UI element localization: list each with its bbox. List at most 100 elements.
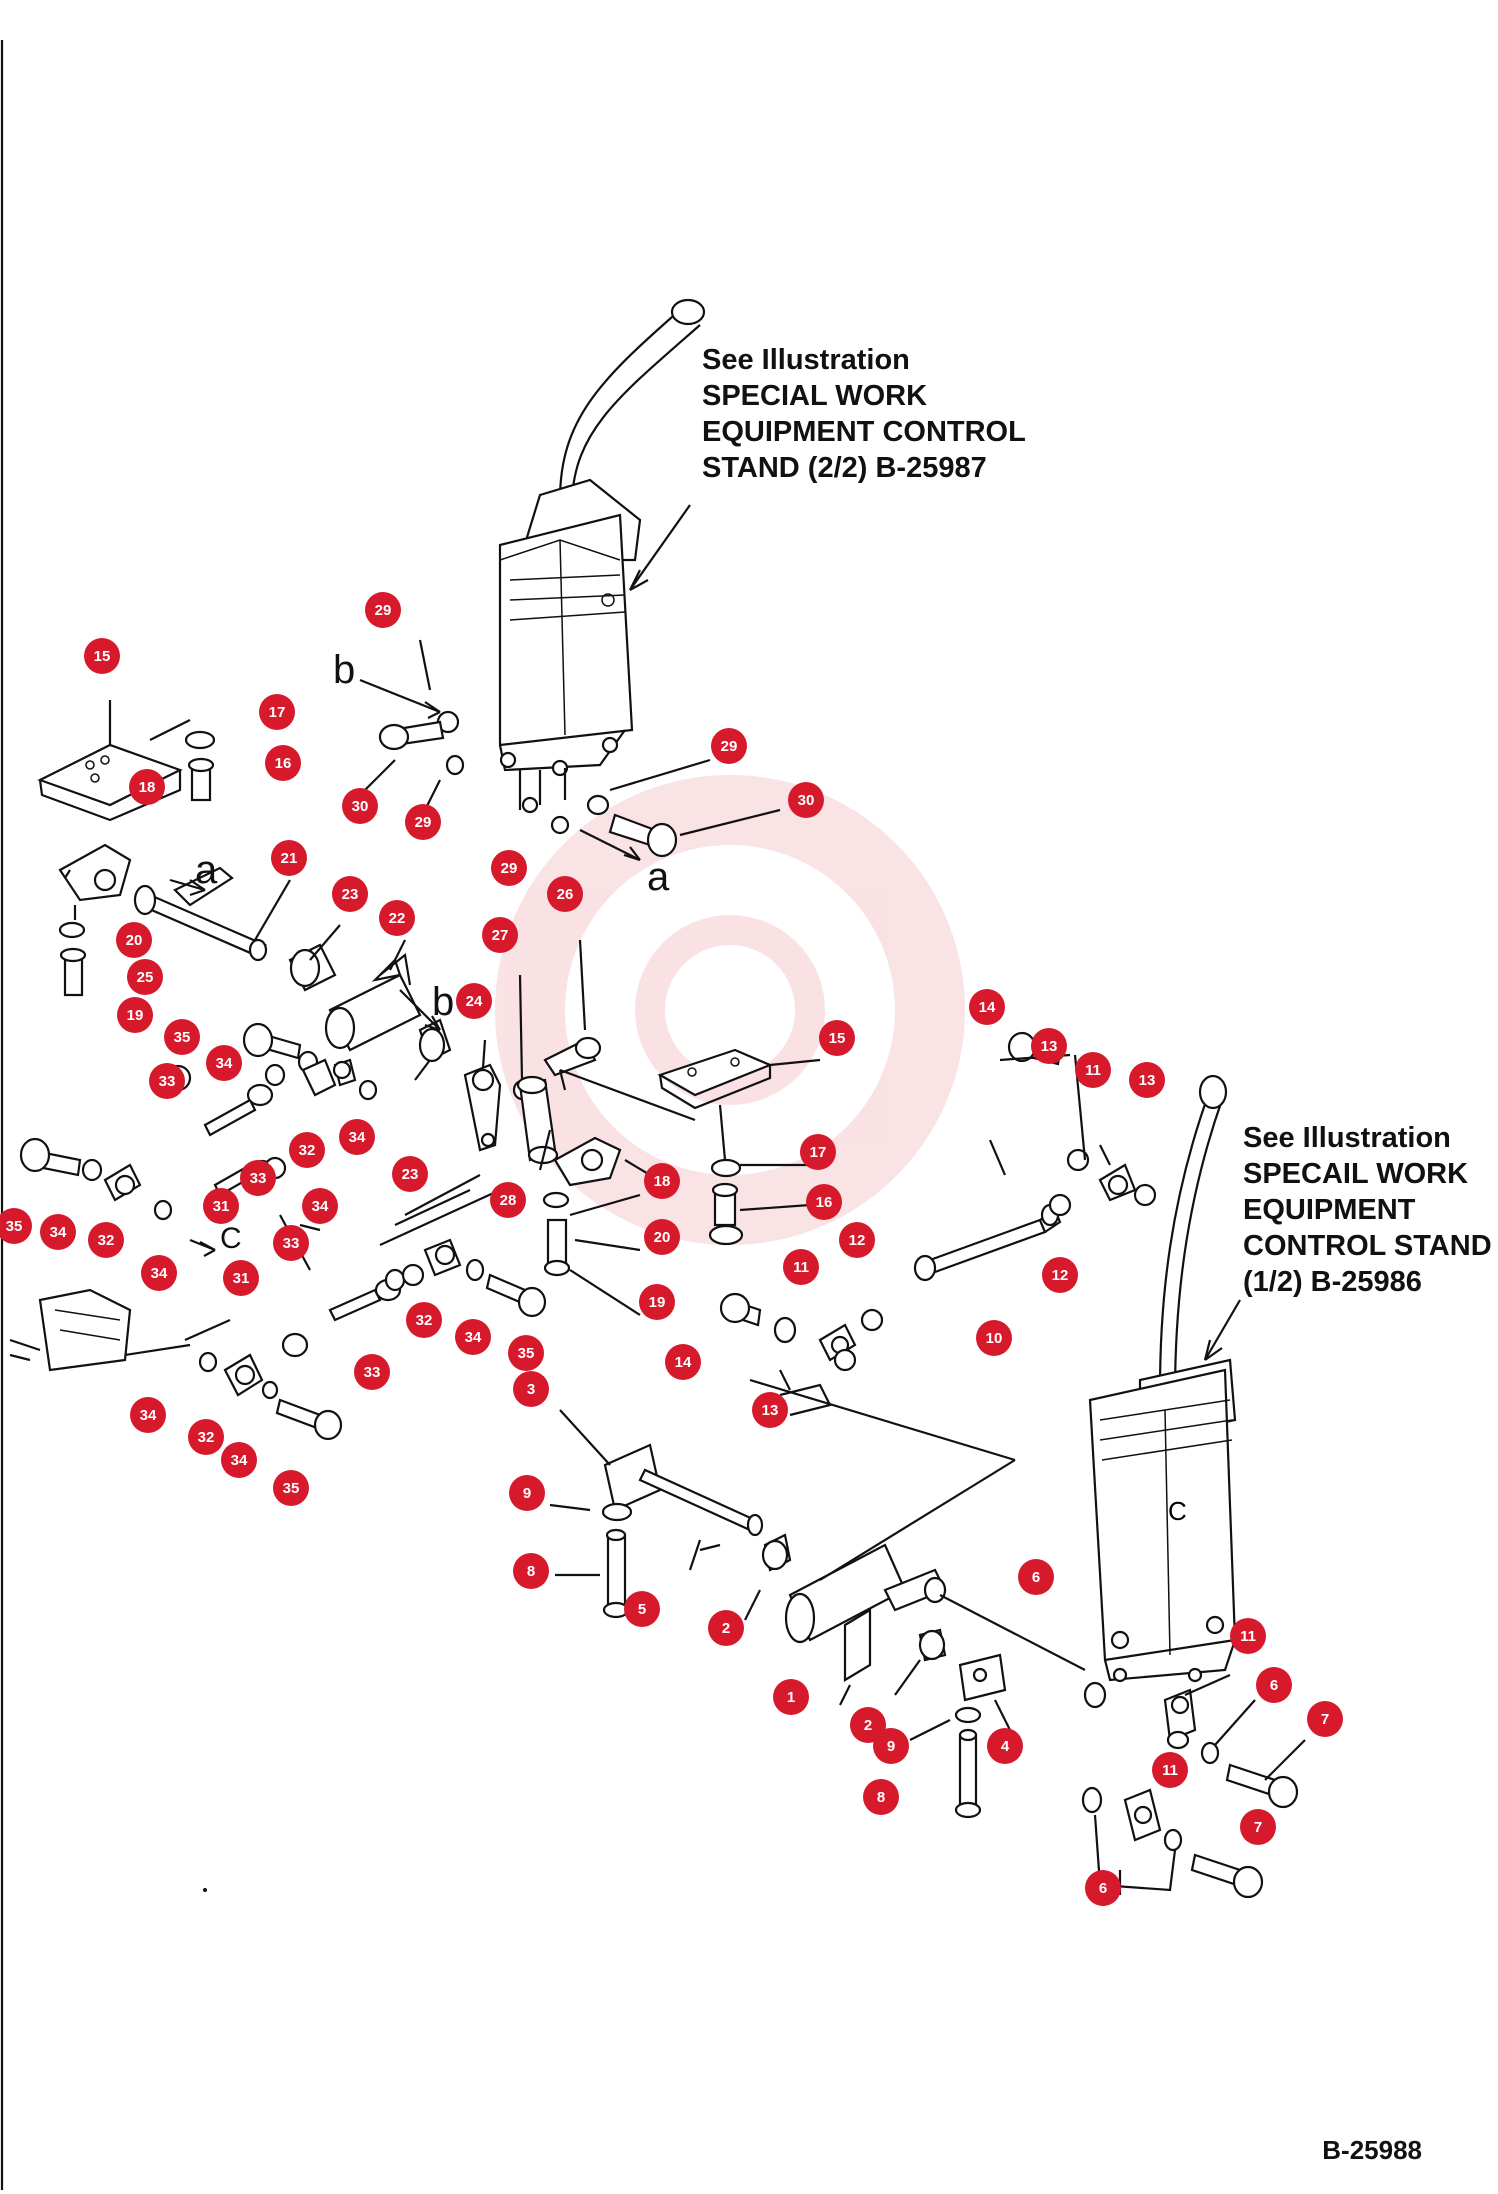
part-badge[interactable]: 23 [332, 876, 368, 912]
control-stand-upper [498, 298, 706, 814]
part-badge[interactable]: 20 [644, 1219, 680, 1255]
part-badge[interactable]: 33 [149, 1063, 185, 1099]
bolt-group-lower [894, 1628, 1011, 1819]
part-badge[interactable]: 34 [221, 1442, 257, 1478]
part-badge[interactable]: 34 [40, 1214, 76, 1250]
part-badge[interactable]: 33 [240, 1160, 276, 1196]
part-badge[interactable]: 32 [88, 1222, 124, 1258]
part-badge[interactable]: 21 [271, 840, 307, 876]
part-badge[interactable]: 11 [783, 1249, 819, 1285]
part-badge[interactable]: 11 [1152, 1752, 1188, 1788]
left-bracket-small [9, 1288, 132, 1372]
part-badge[interactable]: 6 [1018, 1559, 1054, 1595]
part-badge[interactable]: 33 [273, 1225, 309, 1261]
part-badge[interactable]: 30 [342, 788, 378, 824]
part-badge[interactable]: 18 [644, 1163, 680, 1199]
callout-see-illustration-stand-2-2: See Illustration SPECIAL WORK EQUIPMENT … [702, 344, 1026, 484]
bushing-group [288, 924, 452, 1081]
part-badge[interactable]: 19 [639, 1284, 675, 1320]
part-badge[interactable]: 35 [508, 1335, 544, 1371]
svg-text:C: C [1168, 1496, 1187, 1526]
callout-see-illustration-stand-1-2: See Illustration SPECAIL WORK EQUIPMENT … [1243, 1122, 1492, 1298]
part-badge[interactable]: 30 [788, 782, 824, 818]
view-letter-a-right: a [647, 855, 670, 899]
part-badge[interactable]: 7 [1240, 1809, 1276, 1845]
part-badge[interactable]: 9 [873, 1728, 909, 1764]
part-badge[interactable]: 1 [773, 1679, 809, 1715]
part-badge[interactable]: 25 [127, 959, 163, 995]
part-badge[interactable]: 20 [116, 922, 152, 958]
part-badge[interactable]: 35 [273, 1470, 309, 1506]
part-badge[interactable]: 33 [354, 1354, 390, 1390]
part-badge[interactable]: 29 [405, 804, 441, 840]
part-badge[interactable]: 17 [800, 1134, 836, 1170]
part-badge[interactable]: 11 [1075, 1052, 1111, 1088]
part-badge[interactable]: 23 [392, 1156, 428, 1192]
bolt-group-left [549, 1502, 633, 1619]
part-badge[interactable]: 34 [206, 1045, 242, 1081]
part-badge[interactable]: 4 [987, 1728, 1023, 1764]
part-badge[interactable]: 2 [708, 1610, 744, 1646]
part-badge[interactable]: 22 [379, 900, 415, 936]
main-shaft [603, 1443, 947, 1682]
bolts-upper [364, 639, 781, 858]
part-badge[interactable]: 12 [1042, 1257, 1078, 1293]
part-badge[interactable]: 24 [456, 983, 492, 1019]
part-badge[interactable]: 26 [547, 876, 583, 912]
part-badge[interactable]: 15 [819, 1020, 855, 1056]
part-badge[interactable]: 7 [1307, 1701, 1343, 1737]
part-badge[interactable]: 29 [491, 850, 527, 886]
part-badge[interactable]: 9 [509, 1475, 545, 1511]
part-badge[interactable]: 28 [490, 1182, 526, 1218]
view-letter-a-left: a [195, 848, 218, 892]
part-badge[interactable]: 6 [1256, 1667, 1292, 1703]
joint-group-right [1081, 1673, 1306, 1899]
part-badge[interactable]: 16 [806, 1184, 842, 1220]
part-badge[interactable]: 34 [141, 1255, 177, 1291]
part-badge[interactable]: 13 [752, 1392, 788, 1428]
part-badge[interactable]: 27 [482, 917, 518, 953]
part-badge[interactable]: 13 [1031, 1028, 1067, 1064]
part-badge[interactable]: 18 [129, 769, 165, 805]
part-badge[interactable]: 32 [289, 1132, 325, 1168]
part-badge[interactable]: 5 [624, 1591, 660, 1627]
upper-left-bracket [37, 700, 216, 997]
part-badge[interactable]: 31 [203, 1188, 239, 1224]
rod-assembly-right [719, 1031, 1157, 1372]
part-badge[interactable]: 34 [455, 1319, 491, 1355]
part-badge[interactable]: 12 [839, 1222, 875, 1258]
part-badge[interactable]: 35 [164, 1019, 200, 1055]
part-badge[interactable]: 3 [513, 1371, 549, 1407]
part-badge[interactable]: 6 [1085, 1870, 1121, 1906]
figure-id: B-25988 [1322, 2135, 1422, 2165]
part-badge[interactable]: 34 [130, 1397, 166, 1433]
part-badge[interactable]: 11 [1230, 1618, 1266, 1654]
right-bracket [516, 1048, 821, 1277]
part-badge[interactable]: 35 [0, 1208, 32, 1244]
part-badge[interactable]: 32 [406, 1302, 442, 1338]
part-badge[interactable]: 10 [976, 1320, 1012, 1356]
view-letter-b-upper: b [333, 648, 356, 692]
part-badge[interactable]: 34 [302, 1188, 338, 1224]
part-badge[interactable]: 31 [223, 1260, 259, 1296]
shaft-21 [133, 866, 268, 962]
part-badge[interactable]: 16 [265, 745, 301, 781]
part-badge[interactable]: 8 [513, 1553, 549, 1589]
part-badge[interactable]: 14 [665, 1344, 701, 1380]
part-badge[interactable]: 14 [969, 989, 1005, 1025]
view-letter-c: C [220, 1222, 242, 1255]
part-badge[interactable]: 19 [117, 997, 153, 1033]
view-letter-b-middle: b [432, 980, 455, 1024]
part-badge[interactable]: 29 [365, 592, 401, 628]
control-stand-lower: C [1088, 1074, 1237, 1683]
part-badge[interactable]: 13 [1129, 1062, 1165, 1098]
part-badge[interactable]: 8 [863, 1779, 899, 1815]
part-badge[interactable]: 29 [711, 728, 747, 764]
part-badge[interactable]: 15 [84, 638, 120, 674]
part-badge[interactable]: 17 [259, 694, 295, 730]
part-badge[interactable]: 34 [339, 1119, 375, 1155]
lever-24 [463, 1039, 502, 1152]
part-badge[interactable]: 32 [188, 1419, 224, 1455]
